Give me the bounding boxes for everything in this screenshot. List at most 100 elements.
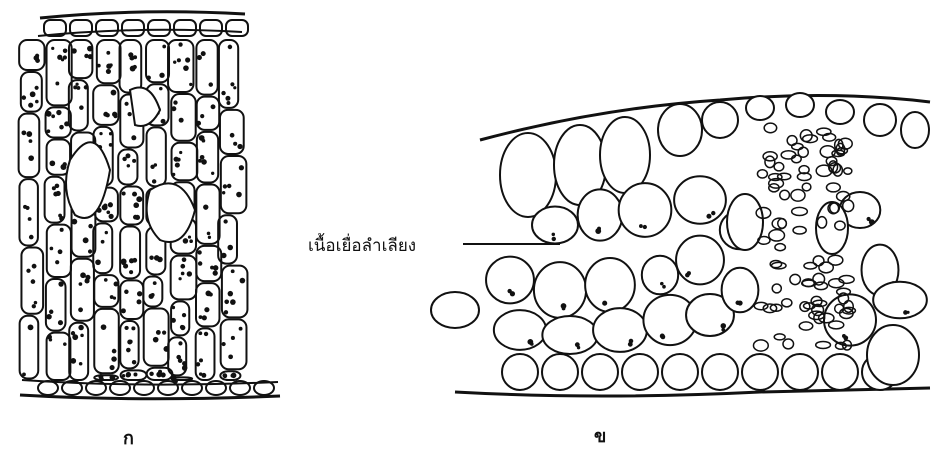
chloroplast-dot (55, 184, 60, 189)
chloroplast-dot (721, 323, 727, 329)
chloroplast-dot (223, 219, 227, 223)
chloroplast-dot (49, 310, 53, 314)
chloroplast-dot (87, 46, 93, 52)
vascular-cell (778, 219, 787, 229)
upper-epidermal-cell (600, 117, 650, 193)
chloroplast-dot (706, 214, 711, 219)
chloroplast-dot (230, 82, 234, 86)
chloroplast-dot (236, 192, 242, 198)
vascular-cell (781, 151, 796, 159)
chloroplast-dot (106, 69, 111, 74)
chloroplast-dot (561, 303, 567, 309)
chloroplast-dot (133, 372, 137, 376)
chloroplast-dot (111, 375, 115, 379)
mesophyll-cell (642, 256, 678, 295)
lower-epidermal-cell (662, 354, 698, 390)
chloroplast-dot (72, 334, 78, 340)
chloroplast-dot (721, 328, 725, 332)
chloroplast-dot (204, 332, 208, 336)
chloroplast-dot (51, 114, 55, 118)
chloroplast-dot (239, 165, 244, 170)
lower-epidermal-cell (542, 354, 578, 390)
chloroplast-dot (185, 57, 190, 62)
vascular-cell (790, 274, 801, 284)
chloroplast-dot (233, 142, 237, 146)
chloroplast-dot (179, 118, 184, 123)
chloroplast-dot (197, 250, 201, 254)
vascular-cell (799, 322, 812, 330)
chloroplast-dot (121, 308, 126, 313)
chloroplast-dot (227, 184, 231, 188)
mesophyll-cell (143, 276, 162, 306)
chloroplast-dot (146, 75, 151, 80)
mesophyll-cell (19, 40, 44, 70)
mesophyll-cell (676, 236, 724, 285)
chloroplast-dot (29, 139, 33, 143)
chloroplast-dot (552, 233, 555, 236)
chloroplast-dot (88, 249, 92, 253)
chloroplast-dot (99, 132, 102, 135)
chloroplast-dot (203, 204, 208, 209)
chloroplast-dot (122, 374, 126, 378)
chloroplast-dot (199, 372, 202, 375)
chloroplast-dot (178, 358, 183, 363)
chloroplast-dot (189, 83, 192, 86)
chloroplast-dot (46, 314, 52, 320)
lower-epidermal-cell (702, 354, 738, 390)
upper-epidermal-cell (826, 100, 854, 124)
chloroplast-dot (643, 225, 647, 229)
chloroplast-dot (230, 133, 235, 138)
chloroplast-dot (34, 55, 39, 60)
chloroplast-dot (213, 271, 218, 276)
chloroplast-dot (629, 339, 634, 344)
chloroplast-dot (208, 236, 211, 239)
chloroplast-dot (47, 335, 52, 340)
mesophyll-cell (486, 257, 534, 304)
chloroplast-dot (201, 159, 207, 165)
chloroplast-dot (175, 163, 180, 168)
chloroplast-dot (660, 333, 665, 338)
chloroplast-dot (63, 162, 67, 166)
chloroplast-dot (109, 132, 112, 135)
chloroplast-dot (111, 90, 117, 96)
lower-epidermal-cell (822, 354, 858, 390)
chloroplast-dot (177, 158, 181, 162)
vascular-cell (792, 207, 808, 215)
chloroplast-dot (129, 270, 133, 274)
air-space (147, 183, 195, 242)
chloroplast-dot (221, 253, 227, 259)
vascular-cell (816, 341, 831, 348)
chloroplast-dot (172, 306, 175, 309)
chloroplast-dot (25, 206, 29, 210)
chloroplast-dot (154, 163, 157, 166)
chloroplast-dot (22, 95, 27, 100)
chloroplast-dot (171, 106, 176, 111)
chloroplast-dot (76, 86, 80, 90)
chloroplast-dot (132, 360, 136, 364)
chloroplast-dot (178, 42, 182, 46)
mesophyll-cell (494, 310, 546, 350)
chloroplast-dot (46, 111, 52, 117)
chloroplast-dot (223, 184, 227, 188)
chloroplast-dot (197, 55, 202, 60)
vascular-cell (844, 168, 852, 174)
air-space (130, 88, 160, 127)
lower-epidermal-cell (582, 354, 618, 390)
vascular-cell (813, 273, 825, 285)
lower-epidermal-cell (782, 354, 818, 390)
chloroplast-dot (78, 307, 83, 312)
vascular-cell (774, 334, 785, 340)
chloroplast-dot (199, 135, 205, 141)
epidermal-cell (200, 20, 222, 36)
chloroplast-dot (209, 82, 213, 86)
chloroplast-dot (72, 219, 78, 225)
chloroplast-dot (182, 361, 187, 366)
chloroplast-dot (180, 325, 184, 329)
chloroplast-dot (112, 349, 117, 354)
vascular-cell (772, 284, 781, 293)
chloroplast-dot (201, 51, 206, 56)
chloroplast-dot (84, 54, 88, 58)
upper-epidermal-cell (658, 104, 702, 156)
chloroplast-dot (207, 232, 211, 236)
vascular-cell (826, 183, 840, 192)
